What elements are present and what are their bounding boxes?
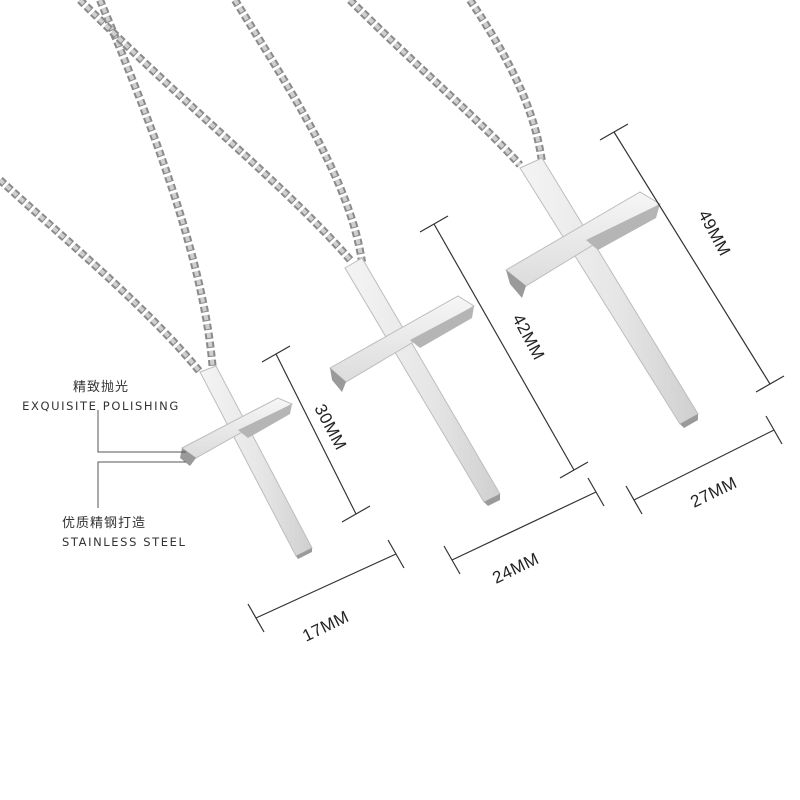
dim-line-large-width (633, 429, 775, 501)
cross-large (505, 157, 699, 428)
cross-medium (329, 257, 501, 506)
dim-label-medium-width: 24MM (489, 549, 542, 588)
dim-line-medium-width (451, 491, 597, 561)
dim-line-large-height (613, 131, 771, 385)
dim-line-small-width (255, 553, 397, 619)
feature-polishing: 精致抛光 EXQUISITE POLISHING (12, 376, 190, 413)
dim-label-small-width: 17MM (299, 607, 352, 646)
feature-polishing-en: EXQUISITE POLISHING (22, 399, 180, 413)
feature-steel: 优质精钢打造 STAINLESS STEEL (62, 512, 187, 549)
chain-medium (77, 0, 366, 265)
dim-label-medium-height: 42MM (508, 311, 548, 363)
feature-steel-en: STAINLESS STEEL (62, 535, 187, 549)
dim-label-small-height: 30MM (310, 401, 350, 453)
dim-line-medium-height (433, 223, 575, 471)
chain-small (0, 0, 217, 375)
dim-line-small-height (275, 353, 357, 515)
feature-polishing-cn: 精致抛光 (72, 380, 129, 395)
callout-lines (97, 410, 186, 508)
chain-large (347, 0, 546, 168)
feature-steel-cn: 优质精钢打造 (62, 516, 147, 531)
dim-label-large-width: 27MM (687, 473, 740, 512)
dim-label-large-height: 49MM (694, 207, 734, 259)
cross-small (180, 365, 313, 559)
